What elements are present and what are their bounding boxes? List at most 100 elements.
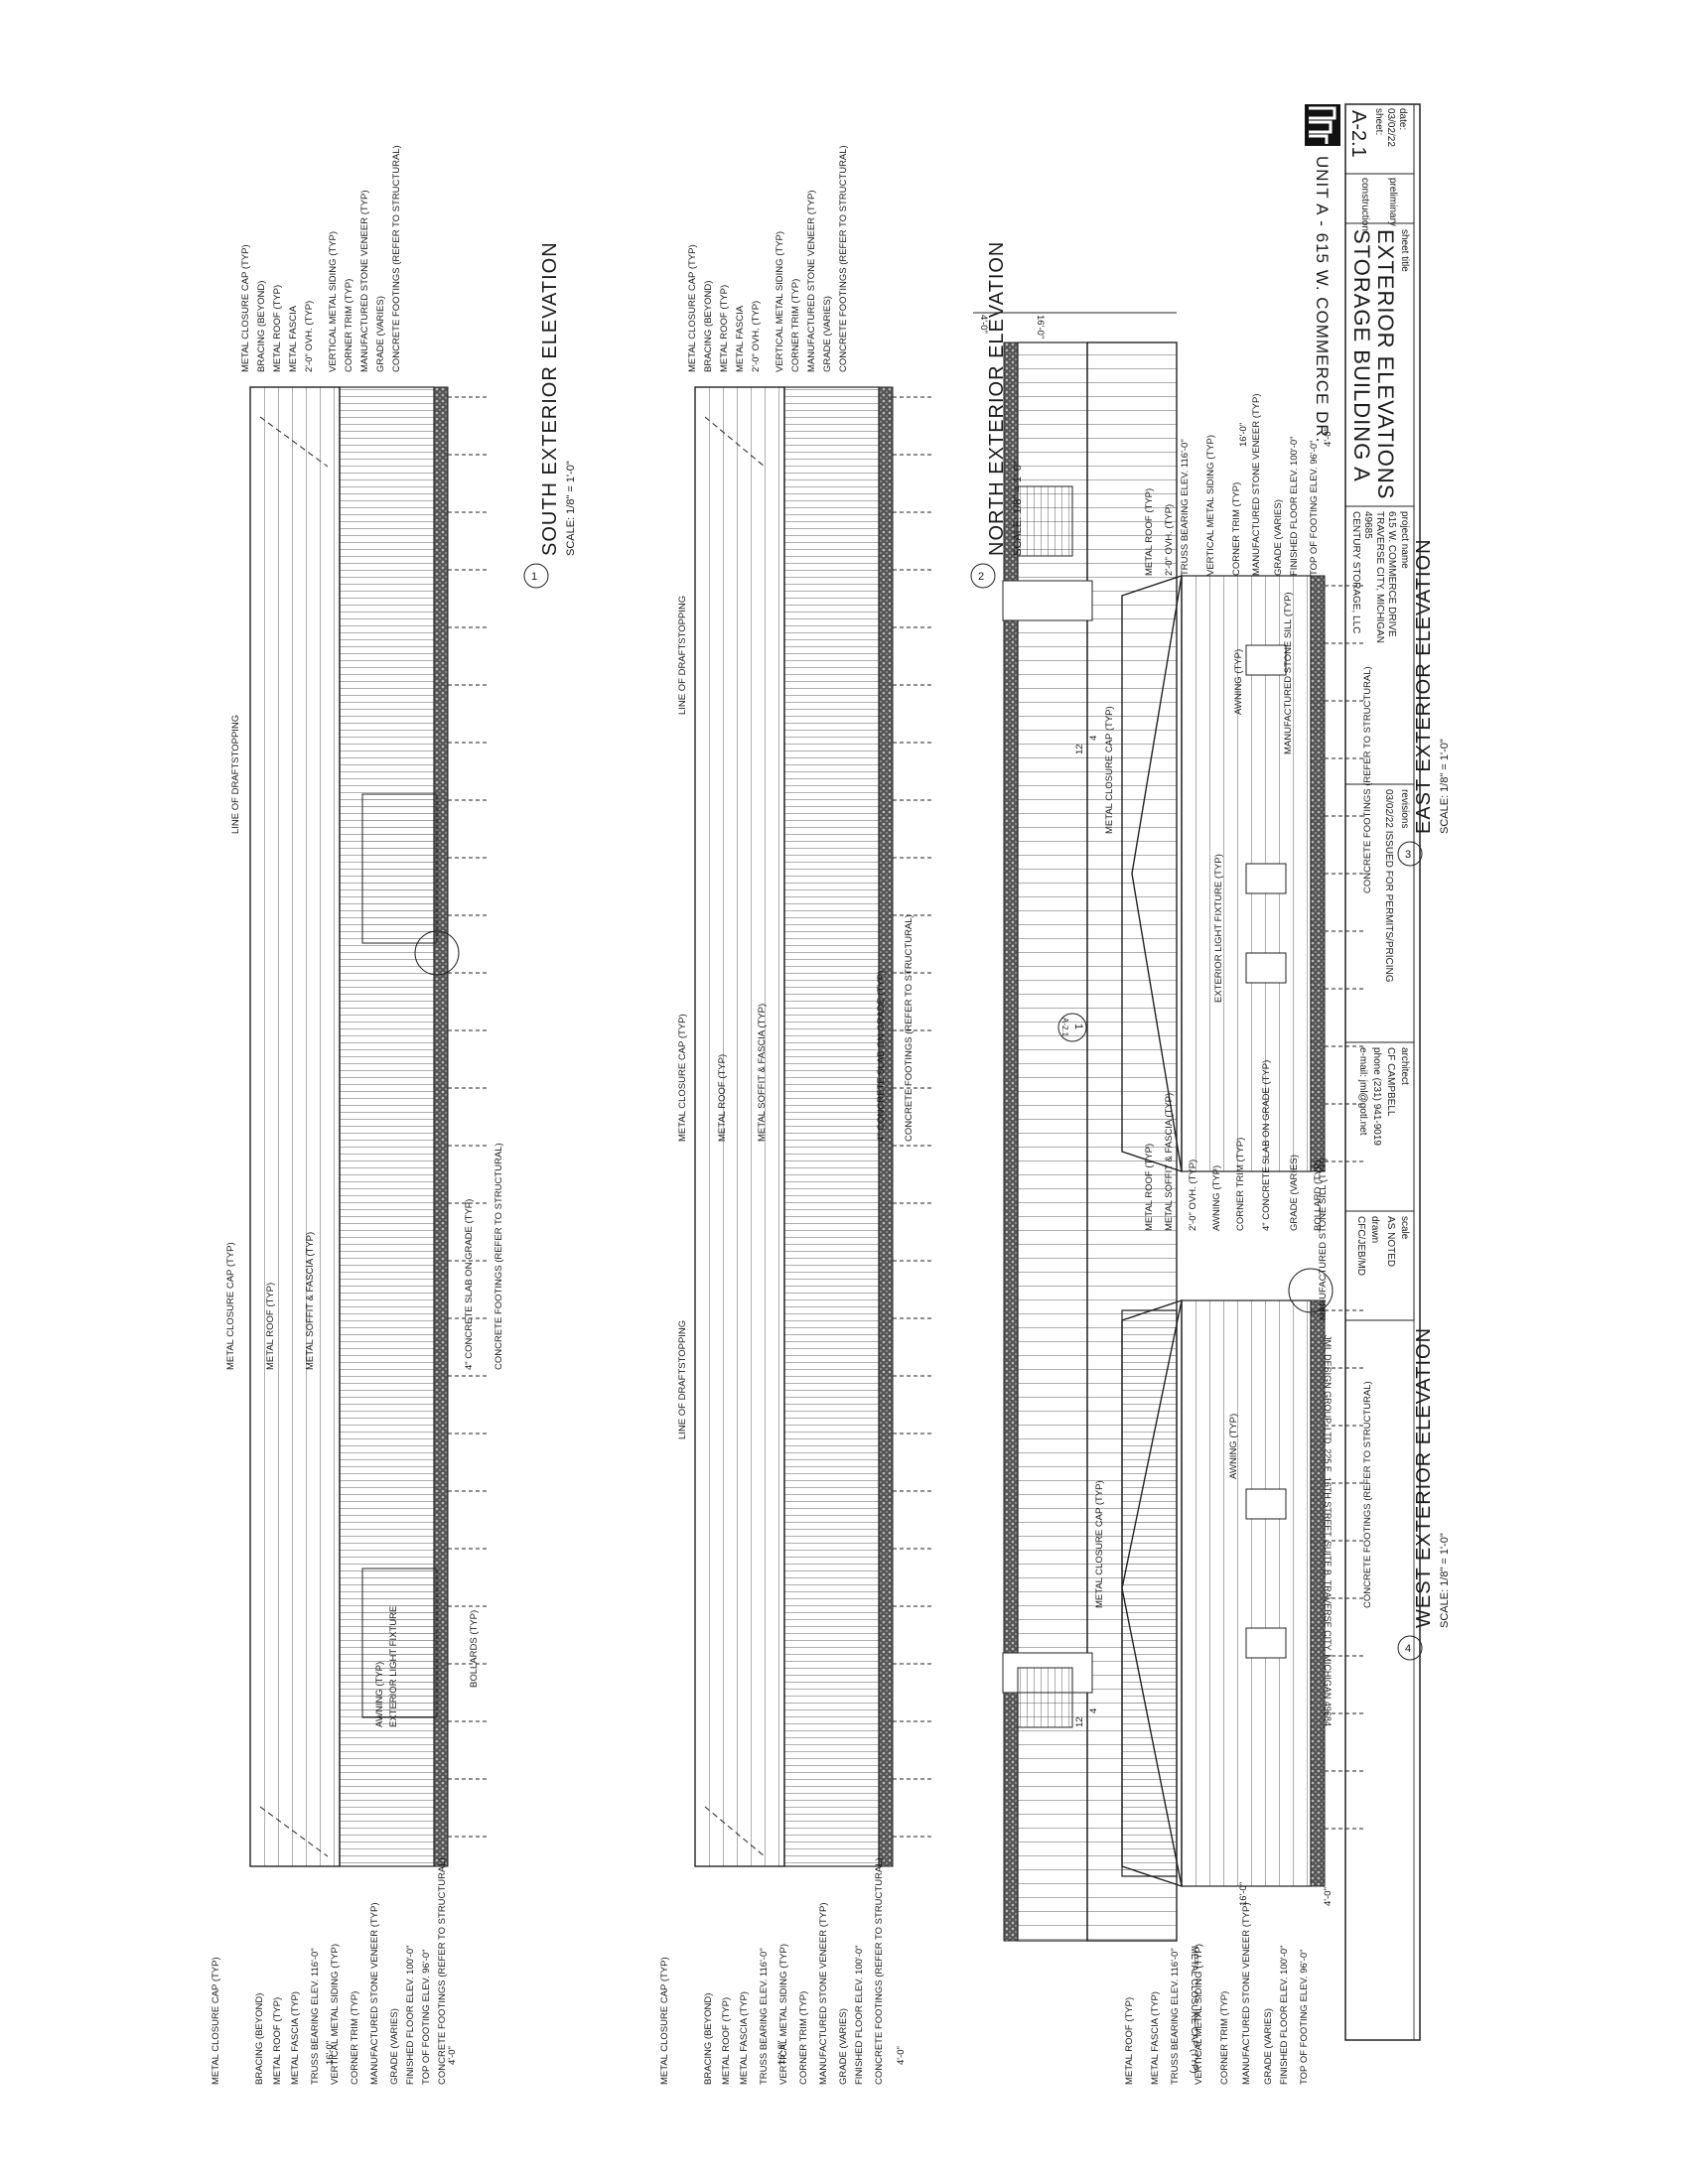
north-right-note-1: BRACING (BEYOND) <box>703 281 714 372</box>
north-right-note-6: CORNER TRIM (TYP) <box>790 279 801 372</box>
west-note-8: TOP OF FOOTING ELEV. 96'-0" <box>1299 1950 1310 2085</box>
north-mid-note-draft: LINE OF DRAFTSTOPPING <box>677 1320 688 1439</box>
east-note-8: TOP OF FOOTING ELEV. 96'-0" <box>1309 441 1320 576</box>
south-title: SOUTH EXTERIOR ELEVATION <box>539 241 561 556</box>
south-mid-note-3: METAL SOFFIT & FASCIA (TYP) <box>305 1232 316 1370</box>
north-right-note-9: CONCRETE FOOTINGS (REFER TO STRUCTURAL) <box>838 145 849 372</box>
north-left-note-4: TRUSS BEARING ELEV. 116'-0" <box>759 1948 770 2085</box>
south-office-1 <box>361 793 438 944</box>
west-wall <box>1181 1299 1312 1887</box>
north-left-note-9: FINISHED FLOOR ELEV. 100'-0" <box>854 1945 865 2085</box>
north-mid-note-1: METAL CLOSURE CAP (TYP) <box>677 1014 688 1142</box>
between-note-1: METAL SOFFIT & FASCIA (TYP) <box>1164 1093 1175 1231</box>
east-stone <box>1310 575 1326 1172</box>
west-scale: SCALE: 1/8" = 1'-0" <box>1439 1533 1451 1628</box>
south-left-note-5: VERTICAL METAL SIDING (TYP) <box>330 1944 341 2085</box>
north-scale: SCALE: 1/8" = 1'-0" <box>1012 461 1024 556</box>
south-mid-note-7: EXTERIOR LIGHT FIXTURE <box>388 1606 399 1727</box>
west-awning-1 <box>1245 1488 1287 1520</box>
south-mid-note-4: 4" CONCRETE SLAB ON GRADE (TYP) <box>464 1199 475 1370</box>
sheet-subtitle: STORAGE BUILDING A <box>1349 229 1374 482</box>
north-right-note-7: MANUFACTURED STONE VENEER (TYP) <box>806 190 817 372</box>
north-bubble-num: 2 <box>978 571 984 583</box>
west-dim-4: 4'-0" <box>1323 1887 1334 1906</box>
north-dim-16: 16'-0" <box>776 2041 787 2065</box>
south-right-note-4: 2'-0" OVH. (TYP) <box>304 301 315 372</box>
date-value: 03/02/22 <box>1385 108 1396 147</box>
east-dim-16: 16'-0" <box>1238 423 1249 447</box>
north-mid-note-3: METAL SOFFIT & FASCIA (TYP) <box>757 1004 768 1142</box>
south-left-note-4: TRUSS BEARING ELEV. 116'-0" <box>310 1948 321 2085</box>
east-note-10: AWNING (TYP) <box>1233 649 1244 715</box>
south-dim-footing: 4'-0" <box>978 315 989 334</box>
sheet-title-label: sheet title <box>1399 229 1410 272</box>
east-note-6: GRADE (VARIES) <box>1273 499 1284 576</box>
between-note-0: METAL ROOF (TYP) <box>1144 1144 1155 1231</box>
architect-line-2: phone (231) 941-9019 <box>1371 1047 1382 1146</box>
south-bubble-num: 1 <box>531 571 537 583</box>
east-note-4: CORNER TRIM (TYP) <box>1231 482 1242 576</box>
south-right-note-7: MANUFACTURED STONE VENEER (TYP) <box>359 190 370 372</box>
south-right-note-5: VERTICAL METAL SIDING (TYP) <box>328 231 339 372</box>
north-wall <box>783 386 880 1867</box>
east-note-7: FINISHED FLOOR ELEV. 100'-0" <box>1289 436 1300 576</box>
sheet-number: A-2.1 <box>1347 110 1369 158</box>
scale-label: scale <box>1399 1216 1410 1240</box>
between-note-5: 4" CONCRETE SLAB ON GRADE (TYP) <box>1261 1060 1272 1231</box>
north-left-note-7: MANUFACTURED STONE VENEER (TYP) <box>818 1902 829 2085</box>
firm-logo <box>1305 104 1340 146</box>
north-roof <box>694 386 785 1867</box>
north-left-note-5: VERTICAL METAL SIDING (TYP) <box>778 1944 789 2085</box>
drawn-label: drawn <box>1369 1216 1380 1243</box>
south-detail-callout <box>414 930 460 976</box>
revision-entry: 03/02/22 ISSUED FOR PERMITS/PRICING <box>1383 789 1394 983</box>
west-note-4: CORNER TRIM (TYP) <box>1219 1991 1230 2085</box>
north-left-note-8: GRADE (VARIES) <box>838 2008 849 2085</box>
south-dim-16: 16'-0" <box>325 2041 336 2065</box>
west-note-9: METAL CLOSURE CAP (TYP) <box>1094 1480 1105 1608</box>
south-right-note-9: CONCRETE FOOTINGS (REFER TO STRUCTURAL) <box>391 145 402 372</box>
north-right-note-4: 2'-0" OVH. (TYP) <box>751 301 762 372</box>
owner-line-2: TRAVERSE CITY, MICHIGAN <box>1374 511 1385 643</box>
east-note-11: MANUFACTURED STONE SILL (TYP) <box>1283 592 1294 754</box>
north-left-note-10: CONCRETE FOOTINGS (REFER TO STRUCTURAL) <box>874 1857 885 2085</box>
north-dim-4: 4'-0" <box>896 2046 907 2065</box>
north-right-note-5: VERTICAL METAL SIDING (TYP) <box>774 231 785 372</box>
south-left-note-8: GRADE (VARIES) <box>389 2008 400 2085</box>
south-awning-left <box>1017 1667 1073 1728</box>
west-title: WEST EXTERIOR ELEVATION <box>1413 1327 1435 1628</box>
south-left-note-10: TOP OF FOOTING ELEV. 96'-0" <box>421 1950 432 2085</box>
south-stone-base <box>1003 341 1019 1942</box>
status-preliminary: preliminary <box>1387 178 1398 226</box>
unit-address: UNIT A - 615 W. COMMERCE DR. <box>1313 156 1332 443</box>
title-block: date: 03/02/22 sheet: A-2.1 preliminary … <box>1344 103 1421 2041</box>
south-left-note-1: BRACING (BEYOND) <box>254 1993 265 2085</box>
east-note-9: METAL CLOSURE CAP (TYP) <box>1104 706 1115 834</box>
north-mid-note-2: METAL ROOF (TYP) <box>717 1054 728 1142</box>
west-note-5: MANUFACTURED STONE VENEER (TYP) <box>1241 1902 1252 2085</box>
south-mid-note-5: CONCRETE FOOTINGS (REFER TO STRUCTURAL) <box>493 1143 504 1370</box>
between-note-6: GRADE (VARIES) <box>1289 1155 1300 1231</box>
west-note-10: AWNING (TYP) <box>1228 1414 1239 1479</box>
south-left-note-6: CORNER TRIM (TYP) <box>350 1991 360 2085</box>
west-note-1: METAL FASCIA (TYP) <box>1150 1991 1161 2085</box>
south-scale: SCALE: 1/8" = 1'-0" <box>565 461 577 556</box>
firm-footer: JML DESIGN GROUP, LTD. 225 E. 16TH STREE… <box>1323 1335 1333 1726</box>
south-right-note-2: METAL ROOF (TYP) <box>272 285 283 372</box>
east-note-5: MANUFACTURED STONE VENEER (TYP) <box>1251 393 1262 576</box>
south-stone-body <box>433 386 449 1867</box>
east-note-1: 2'-0" OVH. (TYP) <box>1164 504 1175 576</box>
north-mid-note-4: 4" CONCRETE SLAB ON GRADE (TYP) <box>876 971 887 1142</box>
south-right-note-0: METAL CLOSURE CAP (TYP) <box>240 244 251 372</box>
east-note-3: VERTICAL METAL SIDING (TYP) <box>1205 435 1216 576</box>
west-pitch-run: 12 <box>1074 1716 1085 1727</box>
east-title: EAST EXTERIOR ELEVATION <box>1413 538 1435 834</box>
south-note-closure: METAL CLOSURE CAP (TYP) <box>1189 1946 1199 2074</box>
east-scale: SCALE: 1/8" = 1'-0" <box>1439 739 1451 834</box>
south-left-note-3: METAL FASCIA (TYP) <box>290 1991 301 2085</box>
owner-line-1: 615 W. COMMERCE DRIVE <box>1386 511 1397 637</box>
north-right-note-2: METAL ROOF (TYP) <box>719 285 730 372</box>
project-location-1: CENTURY STORAGE, LLC <box>1350 511 1361 633</box>
north-left-note-1: BRACING (BEYOND) <box>703 1993 714 2085</box>
